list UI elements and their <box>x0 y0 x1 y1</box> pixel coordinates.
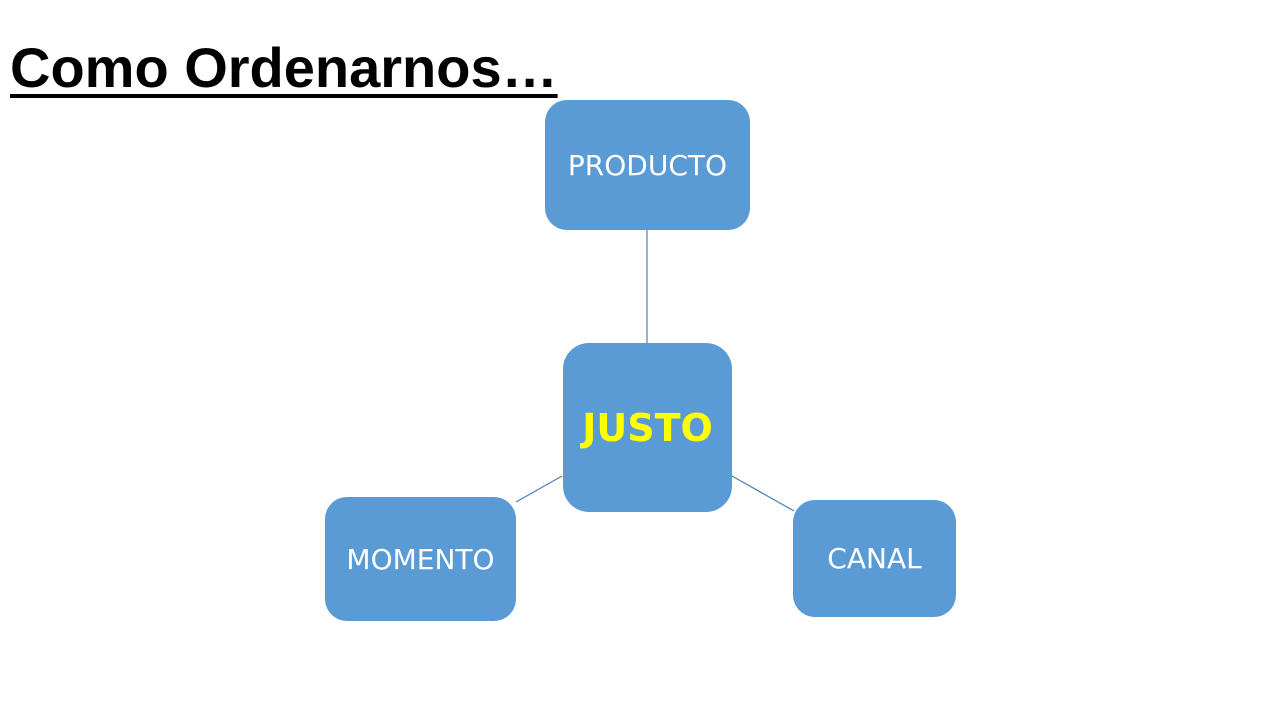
node-producto-label: PRODUCTO <box>567 148 728 182</box>
node-canal-label: CANAL <box>827 542 922 575</box>
node-momento: MOMENTO <box>325 497 516 621</box>
node-producto: PRODUCTO <box>545 100 750 230</box>
node-justo: JUSTO <box>563 343 732 512</box>
node-momento-label: MOMENTO <box>346 542 495 576</box>
slide-title: Como Ordenarnos… <box>10 36 558 99</box>
connector-right <box>731 475 795 512</box>
node-canal: CANAL <box>793 500 956 617</box>
connector-left <box>515 475 563 503</box>
node-justo-label: JUSTO <box>582 405 713 450</box>
